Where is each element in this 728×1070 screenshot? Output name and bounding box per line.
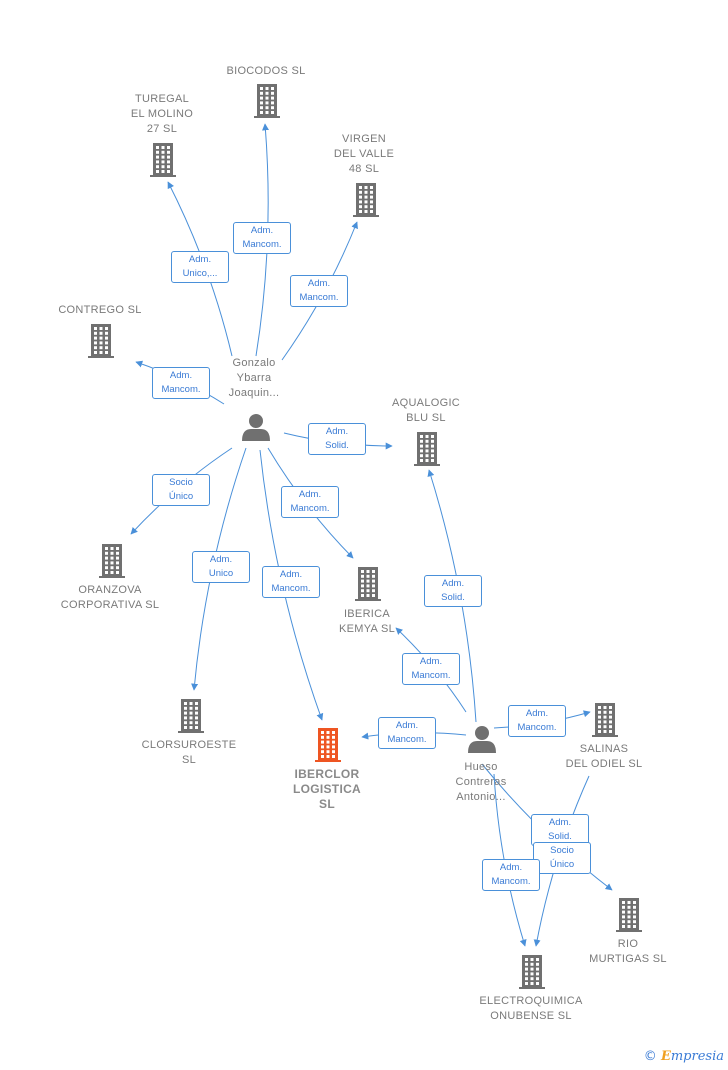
node-label-iberclor[interactable]: IBERCLOR LOGISTICA SL xyxy=(292,767,362,811)
node-label-virgen[interactable]: VIRGEN DEL VALLE 48 SL xyxy=(333,133,395,175)
edge-label-gonzalo-to-oranzova[interactable]: Socio Único xyxy=(152,474,210,506)
node-label-rio[interactable]: RIO MURTIGAS SL xyxy=(589,938,667,965)
company-icon-oranzova[interactable] xyxy=(99,544,125,578)
edge-label-gonzalo-to-virgen[interactable]: Adm. Mancom. xyxy=(290,275,348,307)
node-label-hueso[interactable]: Hueso Contreras Antonio... xyxy=(455,761,507,803)
node-label-clorsuroeste[interactable]: CLORSUROESTE SL xyxy=(141,739,237,766)
empresia-watermark[interactable]: © Empresia xyxy=(644,1049,724,1064)
person-icon-gonzalo[interactable] xyxy=(242,414,270,441)
node-label-gonzalo[interactable]: Gonzalo Ybarra Joaquin... xyxy=(228,357,280,399)
company-icon-biocodos[interactable] xyxy=(254,84,280,118)
company-icon-clorsuroeste[interactable] xyxy=(178,699,204,733)
node-label-aqualogic[interactable]: AQUALOGIC BLU SL xyxy=(391,397,461,424)
edge-label-gonzalo-to-iberica[interactable]: Adm. Mancom. xyxy=(281,486,339,518)
edge-label-gonzalo-to-clorsuroeste[interactable]: Adm. Unico xyxy=(192,551,250,583)
company-icon-aqualogic[interactable] xyxy=(414,432,440,466)
brand-initial: E xyxy=(660,1049,671,1064)
company-icon-iberica[interactable] xyxy=(355,567,381,601)
company-icon-virgen[interactable] xyxy=(353,183,379,217)
company-icon-contrego[interactable] xyxy=(88,324,114,358)
node-label-oranzova[interactable]: ORANZOVA CORPORATIVA SL xyxy=(60,584,160,611)
edge-label-hueso-to-iberica[interactable]: Adm. Mancom. xyxy=(402,653,460,685)
node-label-turegal[interactable]: TUREGAL EL MOLINO 27 SL xyxy=(130,93,194,135)
edge-label-hueso-to-iberclor[interactable]: Adm. Mancom. xyxy=(378,717,436,749)
company-icon-electroquimica[interactable] xyxy=(519,955,545,989)
node-label-iberica[interactable]: IBERICA KEMYA SL xyxy=(339,608,395,635)
edge-label-gonzalo-to-iberclor[interactable]: Adm. Mancom. xyxy=(262,566,320,598)
edge-label-gonzalo-to-biocodos[interactable]: Adm. Mancom. xyxy=(233,222,291,254)
person-icon-hueso[interactable] xyxy=(468,726,496,753)
brand-name: mpresia xyxy=(670,1049,724,1064)
company-icon-turegal[interactable] xyxy=(150,143,176,177)
company-icon-iberclor[interactable] xyxy=(315,728,341,762)
node-label-salinas[interactable]: SALINAS DEL ODIEL SL xyxy=(565,743,643,770)
edge-label-hueso-to-salinas[interactable]: Adm. Mancom. xyxy=(508,705,566,737)
edge-label-gonzalo-to-turegal[interactable]: Adm. Unico,... xyxy=(171,251,229,283)
node-label-electroquimica[interactable]: ELECTROQUIMICA ONUBENSE SL xyxy=(479,995,583,1022)
edge-label-hueso-to-aqualogic[interactable]: Adm. Solid. xyxy=(424,575,482,607)
company-icon-salinas[interactable] xyxy=(592,703,618,737)
node-label-contrego[interactable]: CONTREGO SL xyxy=(58,304,142,316)
edge-label-gonzalo-to-contrego[interactable]: Adm. Mancom. xyxy=(152,367,210,399)
company-icon-rio[interactable] xyxy=(616,898,642,932)
edge-label-hueso-to-electroquimica[interactable]: Adm. Mancom. xyxy=(482,859,540,891)
edge-label-gonzalo-to-aqualogic[interactable]: Adm. Solid. xyxy=(308,423,366,455)
edge-label-salinas-to-electroquimica[interactable]: Socio Único xyxy=(533,842,591,874)
node-label-biocodos[interactable]: BIOCODOS SL xyxy=(226,65,306,77)
copyright-icon: © xyxy=(643,1049,657,1064)
